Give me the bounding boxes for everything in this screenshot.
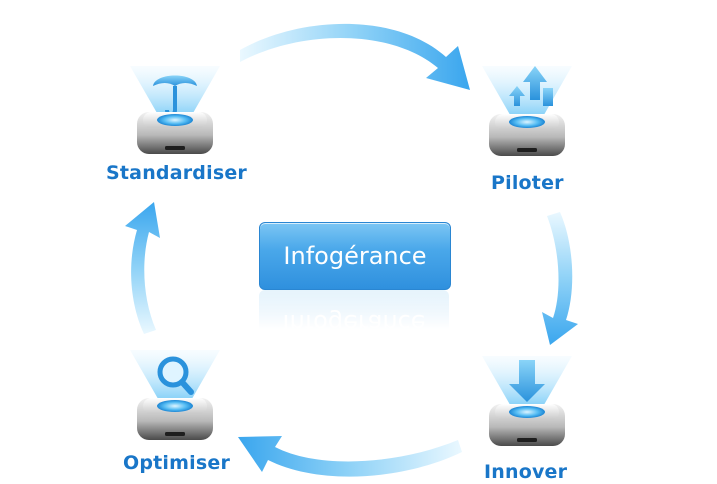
node-optimiser bbox=[130, 350, 220, 440]
center-box: Infogérance bbox=[259, 222, 451, 290]
node-label-standardiser: Standardiser bbox=[106, 162, 247, 184]
node-piloter bbox=[482, 66, 572, 156]
arrow-down-icon bbox=[509, 360, 545, 402]
arrow-bottom bbox=[238, 436, 462, 477]
node-label-innover: Innover bbox=[484, 461, 568, 483]
arrows-up-icon bbox=[509, 66, 553, 106]
light-beam bbox=[482, 66, 572, 120]
arrow-right bbox=[542, 212, 578, 345]
center-label: Infogérance bbox=[283, 242, 427, 270]
node-innover bbox=[482, 356, 572, 446]
node-label-optimiser: Optimiser bbox=[123, 452, 231, 474]
node-standardiser bbox=[130, 66, 220, 154]
arrow-left bbox=[125, 202, 160, 334]
arrow-top bbox=[240, 23, 470, 90]
magnifier-icon bbox=[157, 356, 194, 395]
node-label-piloter: Piloter bbox=[491, 172, 564, 194]
